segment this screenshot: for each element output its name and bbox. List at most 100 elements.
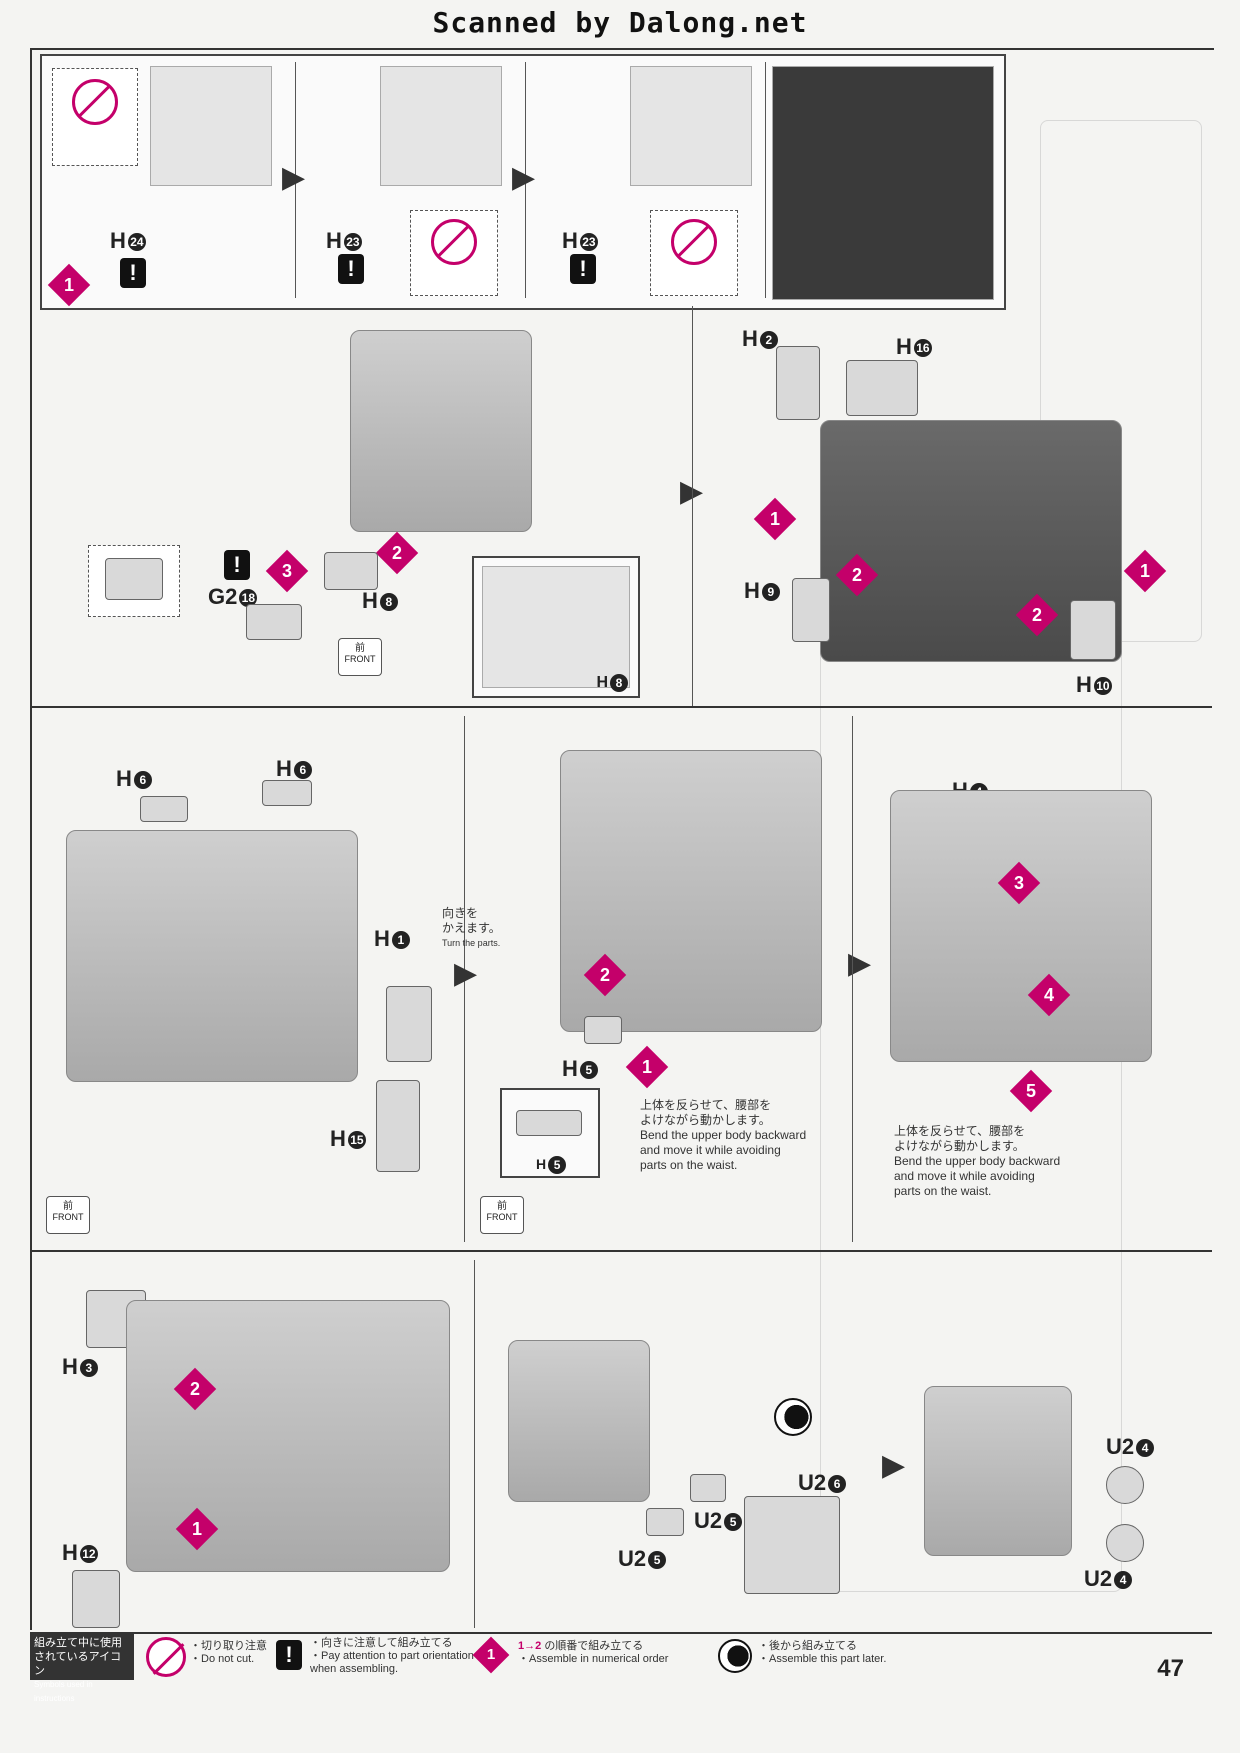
assembled-photo bbox=[772, 66, 994, 300]
h9-part bbox=[792, 578, 830, 642]
orientation-warning-icon: ! bbox=[224, 550, 250, 580]
legend-orientation: ・向きに注意して組み立てる・Pay attention to part orie… bbox=[310, 1637, 474, 1675]
h1-part bbox=[386, 986, 432, 1062]
step-number-1: 1 bbox=[175, 1507, 219, 1551]
detail-illustration bbox=[630, 66, 752, 186]
nocut-icon bbox=[671, 219, 717, 265]
upper-body-illustration bbox=[126, 1300, 450, 1572]
step-number-3: 3 bbox=[265, 549, 309, 593]
step-number-2: 2 bbox=[375, 531, 419, 575]
step-number-1: 1 bbox=[1123, 549, 1167, 593]
upper-body-illustration bbox=[890, 790, 1152, 1062]
g2-18-callout bbox=[88, 545, 180, 617]
h6-part bbox=[140, 796, 188, 822]
orientation-warning-icon: ! bbox=[276, 1640, 302, 1670]
nocut-icon bbox=[72, 79, 118, 125]
h12-part bbox=[72, 1570, 120, 1628]
nocut-icon bbox=[431, 219, 477, 265]
step-number-1: 1 bbox=[753, 497, 797, 541]
legend-title: 組み立て中に使用 されているアイコン Symbols used in instr… bbox=[30, 1634, 134, 1703]
nocut-callout bbox=[650, 210, 738, 296]
page-frame bbox=[30, 48, 1214, 1630]
u2-4-part bbox=[1106, 1524, 1144, 1562]
divider bbox=[464, 716, 465, 1242]
detail-illustration bbox=[150, 66, 272, 186]
divider bbox=[474, 1260, 475, 1628]
upper-body-illustration bbox=[66, 830, 358, 1082]
step-number-icon: 1 bbox=[472, 1636, 510, 1674]
h5-part bbox=[584, 1016, 622, 1044]
assemble-later-icon bbox=[774, 1398, 812, 1436]
h10-part bbox=[1070, 600, 1116, 660]
step-number-1: 1 bbox=[47, 263, 91, 307]
next-arrow-icon: ▶ bbox=[882, 1449, 906, 1482]
detail-illustration bbox=[380, 66, 502, 186]
next-arrow-icon: ▶ bbox=[454, 957, 478, 990]
step-number-2: 2 bbox=[835, 553, 879, 597]
h6-part bbox=[262, 780, 312, 806]
upper-body-illustration bbox=[350, 330, 532, 532]
divider bbox=[692, 306, 693, 706]
legend-order: 1→2 の順番で組み立てる ・Assemble in numerical ord… bbox=[518, 1640, 669, 1665]
u2-6-part bbox=[744, 1496, 840, 1594]
divider bbox=[852, 716, 853, 1242]
next-arrow-icon: ▶ bbox=[848, 947, 872, 980]
step-number-5: 5 bbox=[1009, 1069, 1053, 1113]
g2-18-part bbox=[246, 604, 302, 640]
u2-4-part bbox=[1106, 1466, 1144, 1504]
bend-note: 上体を反らせて、腰部を よけながら動かします。 Bend the upper b… bbox=[640, 1098, 807, 1172]
turn-note: 向きを かえます。 Turn the parts. bbox=[442, 906, 501, 948]
step-number-2: 2 bbox=[583, 953, 627, 997]
legend-nocut: ・切り取り注意・Do not cut. bbox=[190, 1640, 267, 1665]
h8-detail-illustration bbox=[482, 566, 630, 688]
scan-credit: Scanned by Dalong.net bbox=[432, 6, 808, 39]
legend-later: ・後から組み立てる・Assemble this part later. bbox=[758, 1640, 887, 1665]
page-number: 47 bbox=[1157, 1655, 1184, 1682]
next-arrow-icon: ▶ bbox=[680, 474, 703, 509]
row-separator bbox=[30, 1250, 1212, 1252]
backpack-illustration bbox=[924, 1386, 1072, 1556]
nocut-icon bbox=[146, 1637, 186, 1677]
u2-5-part bbox=[646, 1508, 684, 1536]
g2-18-part bbox=[105, 558, 163, 600]
h16-part bbox=[846, 360, 918, 416]
u2-5-part bbox=[690, 1474, 726, 1502]
step-number-1: 1 bbox=[625, 1045, 669, 1089]
step-number-3: 3 bbox=[997, 861, 1041, 905]
divider bbox=[295, 62, 296, 298]
orientation-warning-icon: ! bbox=[338, 254, 364, 284]
divider bbox=[765, 62, 766, 298]
nocut-callout bbox=[52, 68, 138, 166]
next-arrow-icon: ▶ bbox=[512, 161, 536, 194]
orientation-warning-icon: ! bbox=[120, 258, 146, 288]
next-arrow-icon: ▶ bbox=[282, 161, 306, 194]
h8-part bbox=[324, 552, 378, 590]
row-separator bbox=[30, 706, 1212, 708]
nocut-callout bbox=[410, 210, 498, 296]
bend-note: 上体を反らせて、腰部を よけながら動かします。 Bend the upper b… bbox=[894, 1124, 1061, 1198]
